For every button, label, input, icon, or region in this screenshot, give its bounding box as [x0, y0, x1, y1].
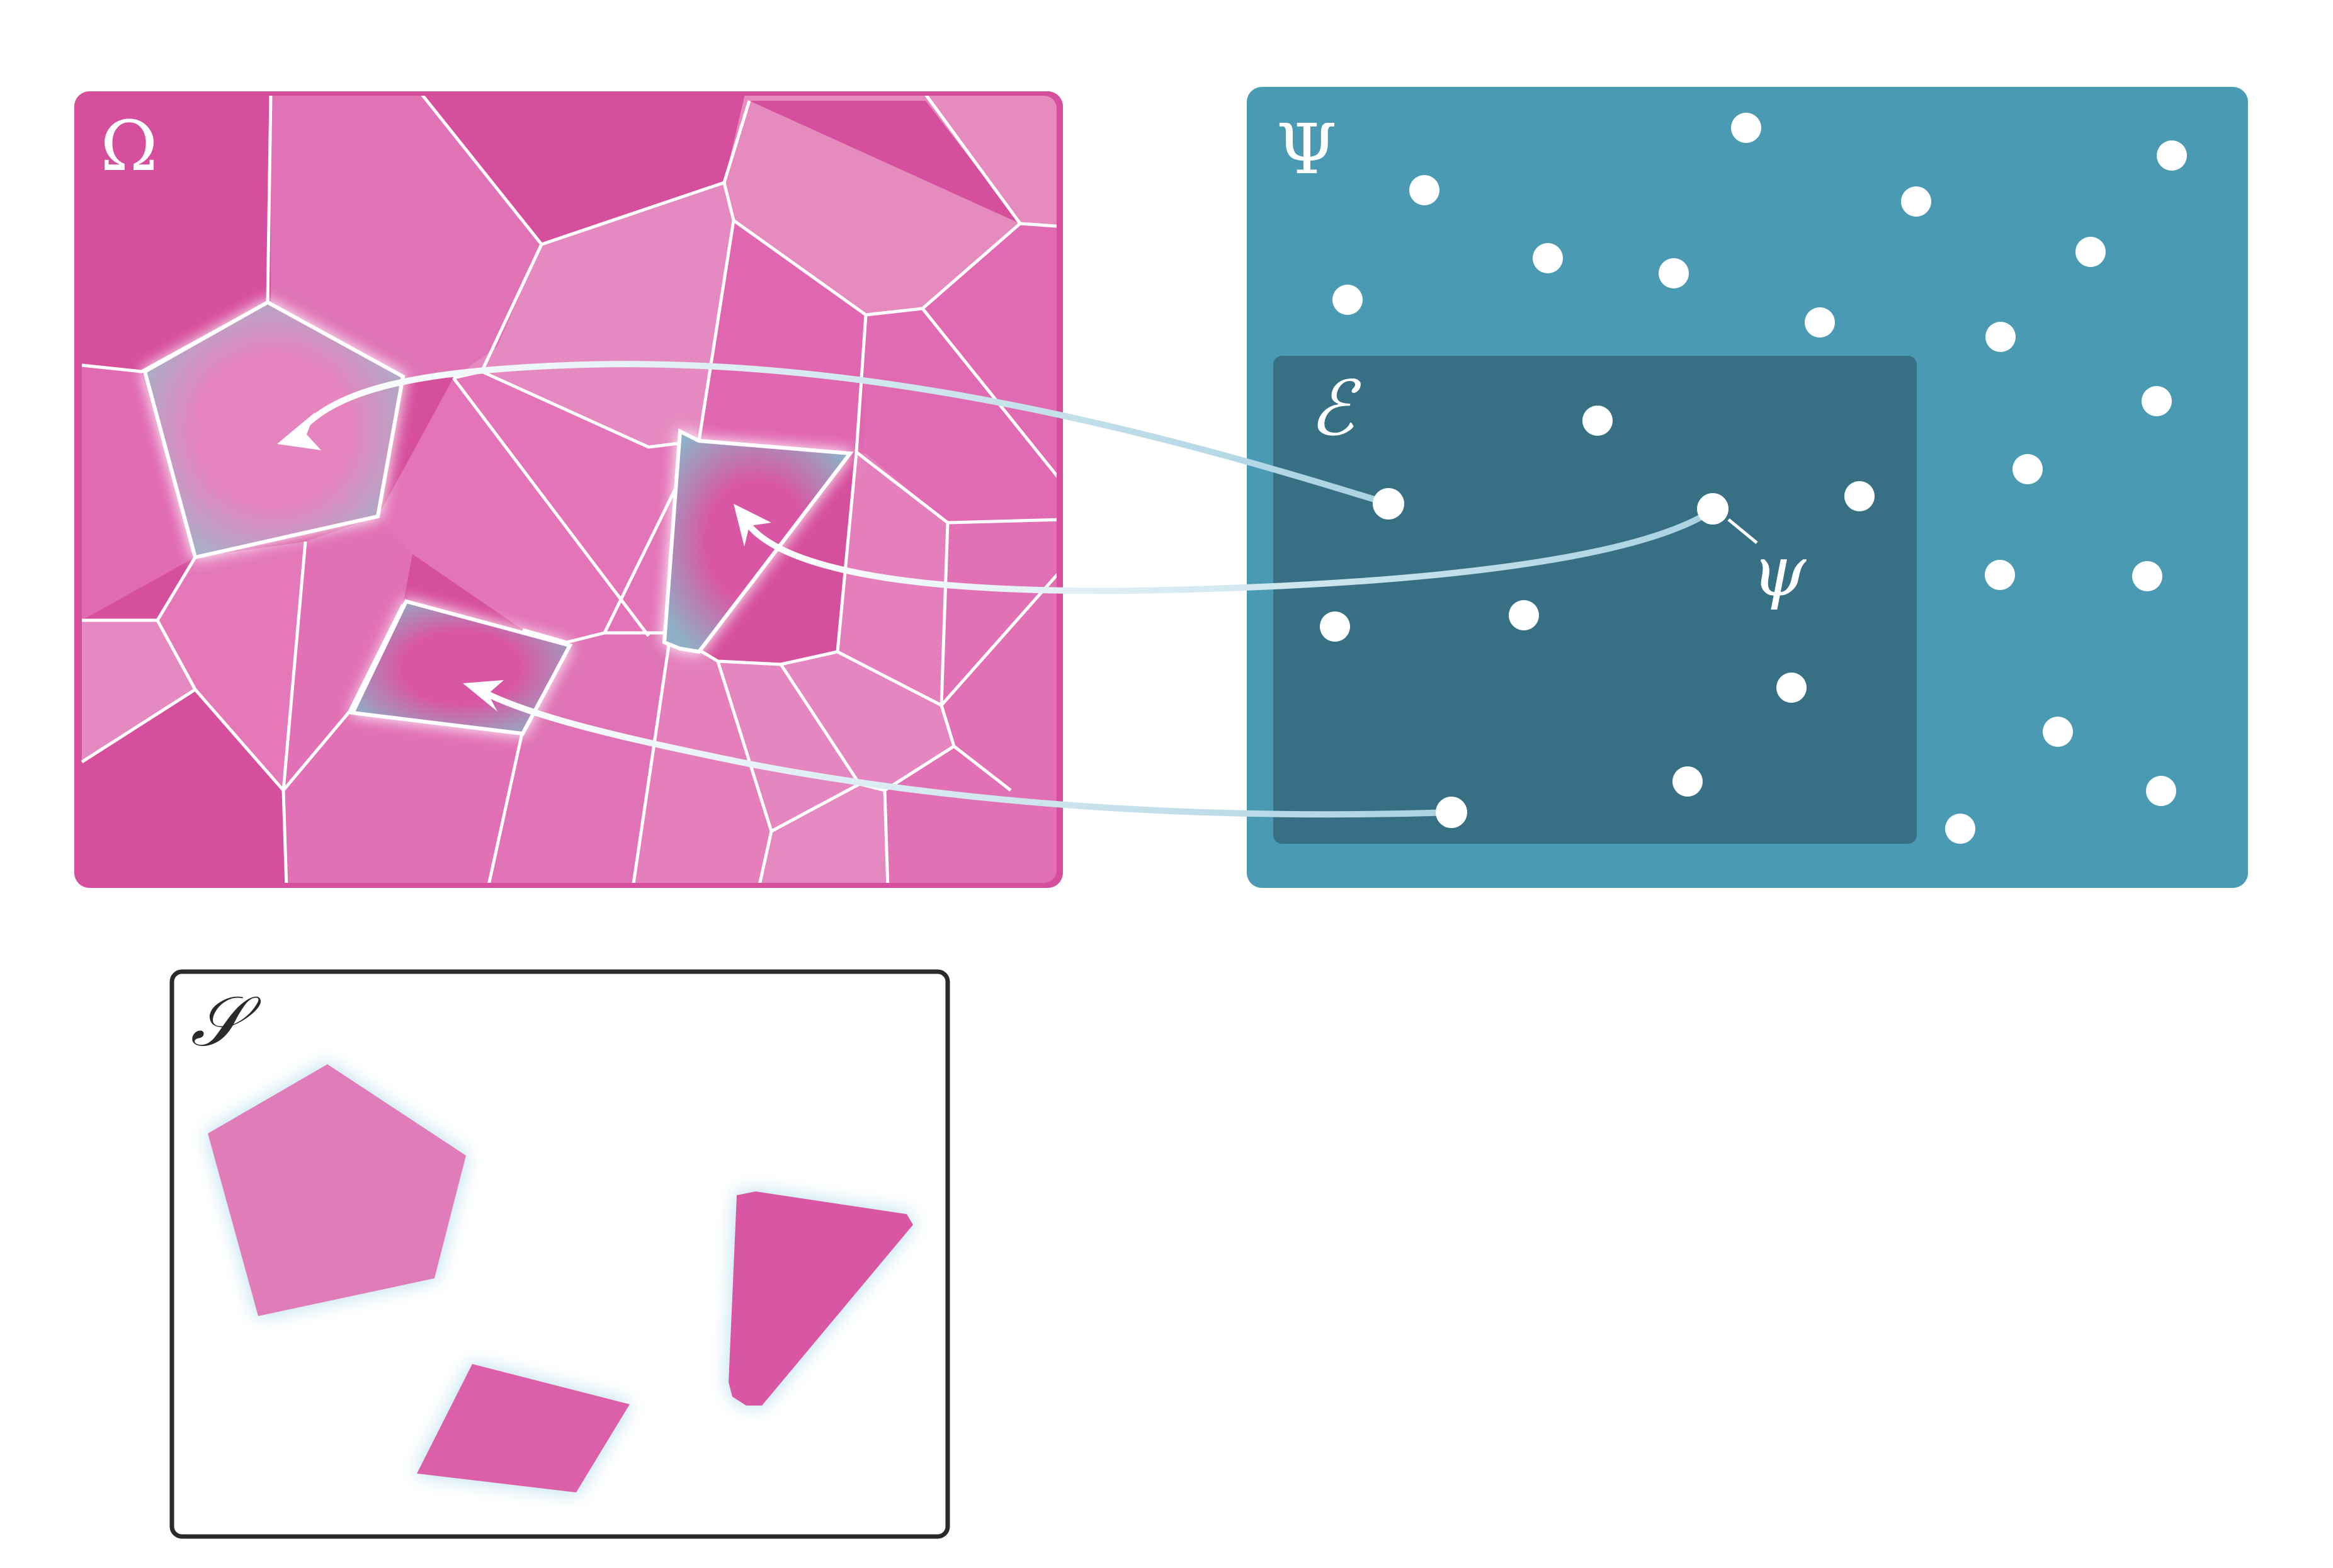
environment-region [1273, 356, 1917, 844]
point [1509, 600, 1539, 630]
point [1533, 243, 1563, 273]
point [1844, 481, 1875, 511]
voronoi-edge [156, 556, 285, 792]
voronoi-cell [82, 620, 195, 762]
voronoi-edge [81, 688, 196, 764]
voronoi-edge [921, 307, 1057, 486]
arrow-to-trapezoid [746, 507, 1716, 594]
point [2075, 237, 2106, 267]
voronoi-cell [157, 542, 305, 790]
voronoi-edge [924, 96, 1022, 225]
point [1805, 307, 1835, 338]
point [1731, 113, 1761, 143]
voronoi-edge [281, 541, 307, 791]
voronoi-edge [480, 220, 735, 449]
psi-points [1332, 113, 2187, 844]
point [1582, 406, 1613, 436]
arrowhead-pentagon [277, 412, 321, 450]
voronoi-edge [631, 632, 673, 883]
voronoi-cell [378, 372, 699, 642]
environment-points [1320, 406, 1875, 797]
mapping-arrows [277, 361, 1716, 818]
omega-label: Ω [100, 106, 157, 186]
voronoi-cell [759, 784, 888, 883]
voronoi-edge [770, 782, 861, 833]
point [2012, 454, 2043, 484]
point-psi [1697, 493, 1728, 525]
point [1659, 258, 1689, 288]
mapped-points [1373, 488, 1728, 828]
psi-panel: Ψ ℰ [1247, 87, 2248, 888]
voronoi-edge [836, 650, 943, 707]
psi-point-label: ψ [1752, 531, 1807, 611]
voronoi-cell [781, 652, 954, 790]
point [1320, 611, 1350, 642]
point [2146, 776, 2176, 806]
point [2142, 386, 2172, 416]
point [1901, 186, 1931, 217]
arrow-to-quad [482, 690, 1455, 818]
psi-label-leader [1727, 518, 1758, 544]
psi-label: Ψ [1276, 109, 1337, 190]
voronoi-cell [283, 516, 412, 790]
point [2132, 561, 2162, 591]
voronoi-cell [699, 220, 866, 453]
voronoi-cell [283, 712, 523, 883]
point [1945, 814, 1975, 844]
point [1409, 175, 1439, 205]
voronoi-edge [722, 182, 1057, 317]
selected-cell-pentagon [208, 1064, 466, 1316]
voronoi-cell [633, 633, 771, 883]
voronoi-edge [953, 745, 1012, 792]
voronoi-cell [724, 96, 1057, 315]
voronoi-edge [522, 440, 701, 644]
highlighted-cell-trapezoid [662, 428, 854, 654]
environment-label: ℰ [1309, 365, 1362, 453]
point [1672, 766, 1703, 797]
highlighted-cell-quad [349, 599, 573, 736]
voronoi-cell [885, 520, 1057, 883]
point-A [1373, 488, 1404, 520]
arrowhead-quad [463, 680, 504, 712]
arrow-to-pentagon [299, 361, 1392, 507]
voronoi-edge [452, 377, 650, 637]
omega-panel: Ω [74, 91, 1063, 888]
voronoi-edge [855, 451, 956, 883]
selected-panel: 𝒮 [169, 969, 950, 1539]
point [1332, 285, 1363, 315]
point [1985, 560, 2015, 590]
voronoi-cell [82, 365, 195, 620]
point [1776, 673, 1807, 703]
voronoi-tessellation [82, 96, 1057, 883]
point [1985, 322, 2016, 352]
voronoi-cell [488, 633, 671, 883]
point [2043, 717, 2073, 747]
selected-cell-trapezoid [729, 1191, 913, 1406]
voronoi-cell [863, 224, 1057, 523]
point-B [1436, 797, 1467, 828]
arrowhead-trapezoid [734, 504, 771, 547]
voronoi-cell [271, 96, 542, 378]
selected-cell-quad [417, 1364, 630, 1492]
voronoi-edge [947, 518, 1057, 525]
highlighted-cell-pentagon [142, 300, 406, 560]
point [2157, 140, 2187, 171]
voronoi-edge [421, 96, 751, 246]
